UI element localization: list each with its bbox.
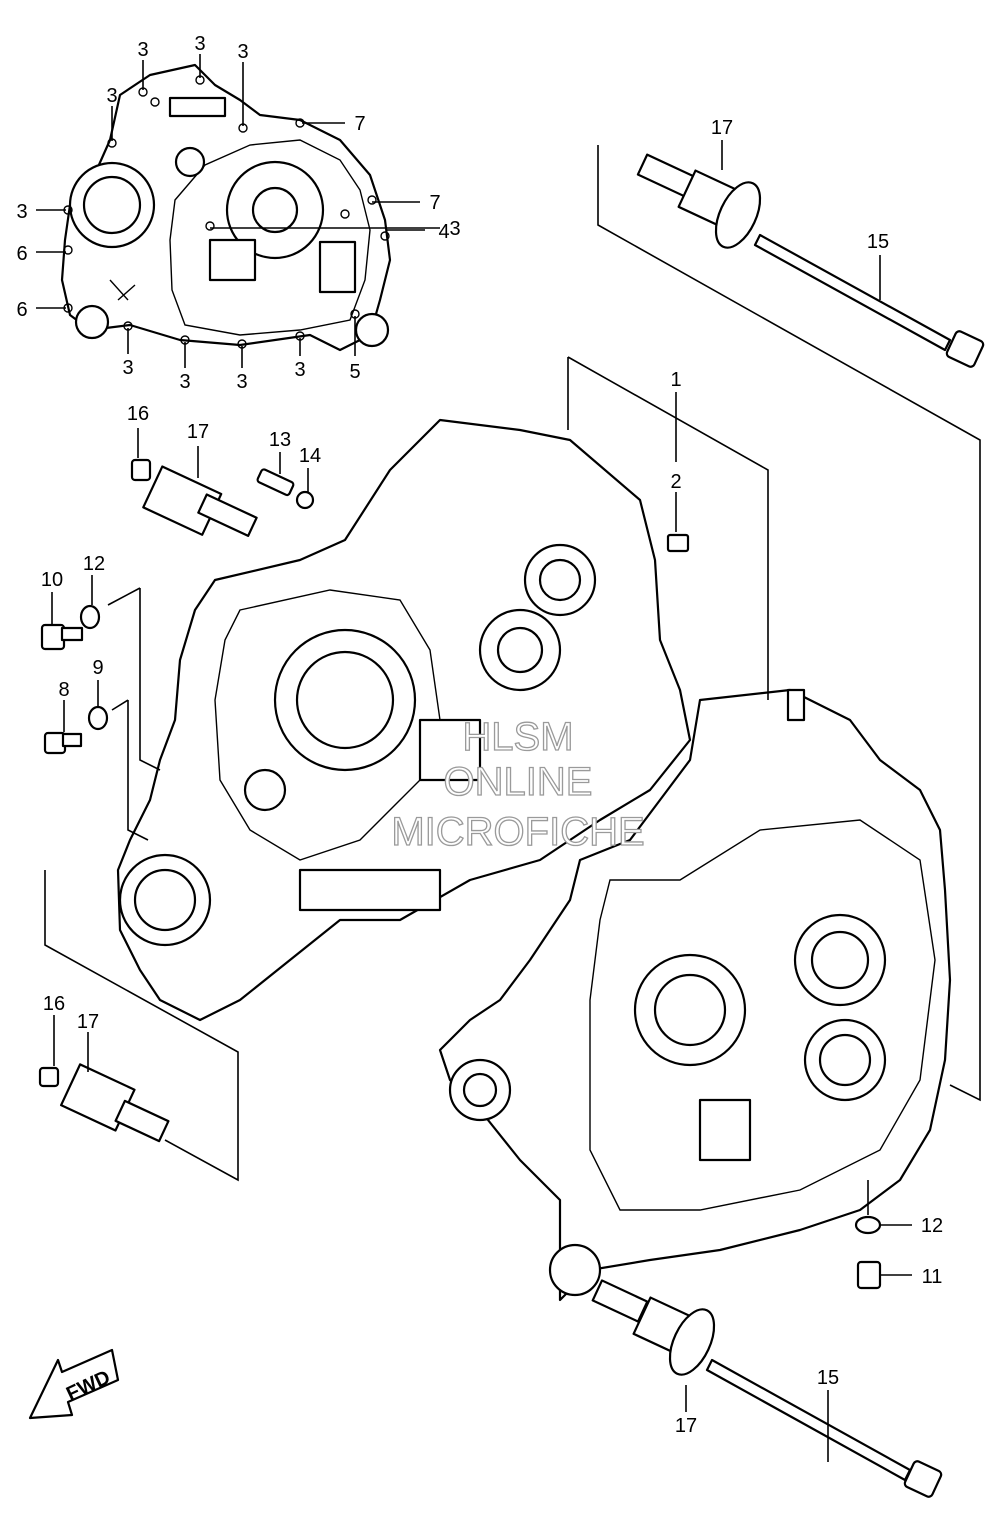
callout-7: 7: [429, 192, 440, 214]
callout-6: 6: [16, 243, 27, 265]
callout-15: 15: [817, 1367, 839, 1389]
callout-7: 7: [354, 113, 365, 135]
callout-2: 2: [670, 471, 681, 493]
callout-13: 13: [269, 429, 291, 451]
left-crankcase-half: [116, 418, 692, 1022]
callout-12: 12: [921, 1215, 943, 1237]
callout-5: 5: [349, 361, 360, 383]
callout-3: 3: [179, 371, 190, 393]
callout-3: 3: [294, 359, 305, 381]
callout-3: 3: [449, 218, 460, 240]
part-15-bolt-bottom: [705, 1358, 943, 1498]
callout-6: 6: [16, 299, 27, 321]
callout-3: 3: [137, 39, 148, 61]
part-12-11-right: [854, 1215, 882, 1290]
callout-labels: 3 3 3 3 7 7 3 3 4 6 6 3 3 3 3 5 17 15 1 …: [16, 33, 943, 1437]
callout-10: 10: [41, 569, 63, 591]
inset-bolt-holes: [63, 75, 390, 349]
callout-3: 3: [236, 371, 247, 393]
callout-3: 3: [16, 201, 27, 223]
callout-3: 3: [194, 33, 205, 55]
callout-16: 16: [43, 993, 65, 1015]
callout-17: 17: [711, 117, 733, 139]
part-2-dowel: [666, 533, 690, 553]
part-16-17-upper-left: [130, 458, 258, 537]
part-17-bottom: [591, 1279, 716, 1376]
part-10-12: [40, 604, 101, 651]
inset-bolt-layout: [60, 63, 392, 352]
leader-lines: [36, 54, 981, 1462]
part-13-14: [256, 468, 315, 510]
callout-11: 11: [922, 1266, 943, 1288]
callout-1: 1: [670, 369, 681, 391]
callout-14: 14: [299, 445, 321, 467]
callout-17: 17: [675, 1415, 697, 1437]
fwd-arrow: FWD: [28, 1348, 120, 1420]
callout-8: 8: [58, 679, 69, 701]
callout-3: 3: [122, 357, 133, 379]
callout-12: 12: [83, 553, 105, 575]
callout-15: 15: [867, 231, 889, 253]
callout-3: 3: [237, 41, 248, 63]
callout-4: 4: [438, 221, 449, 243]
watermark-line-3: MICROFICHE: [391, 810, 644, 854]
callout-9: 9: [92, 657, 103, 679]
callout-16: 16: [127, 403, 149, 425]
watermark: HLSM ONLINE MICROFICHE: [391, 714, 646, 854]
part-15-bolt-top: [753, 233, 985, 368]
callout-17: 17: [77, 1011, 99, 1033]
right-crankcase-half: [438, 688, 952, 1302]
watermark-line-2: ONLINE: [444, 760, 593, 804]
part-16-17-lower-left: [38, 1063, 170, 1143]
part-8-9: [43, 705, 109, 755]
part-17-top-right: [636, 153, 762, 249]
watermark-line-1: HLSM: [462, 715, 573, 759]
callout-3: 3: [106, 85, 117, 107]
callout-17: 17: [187, 421, 209, 443]
